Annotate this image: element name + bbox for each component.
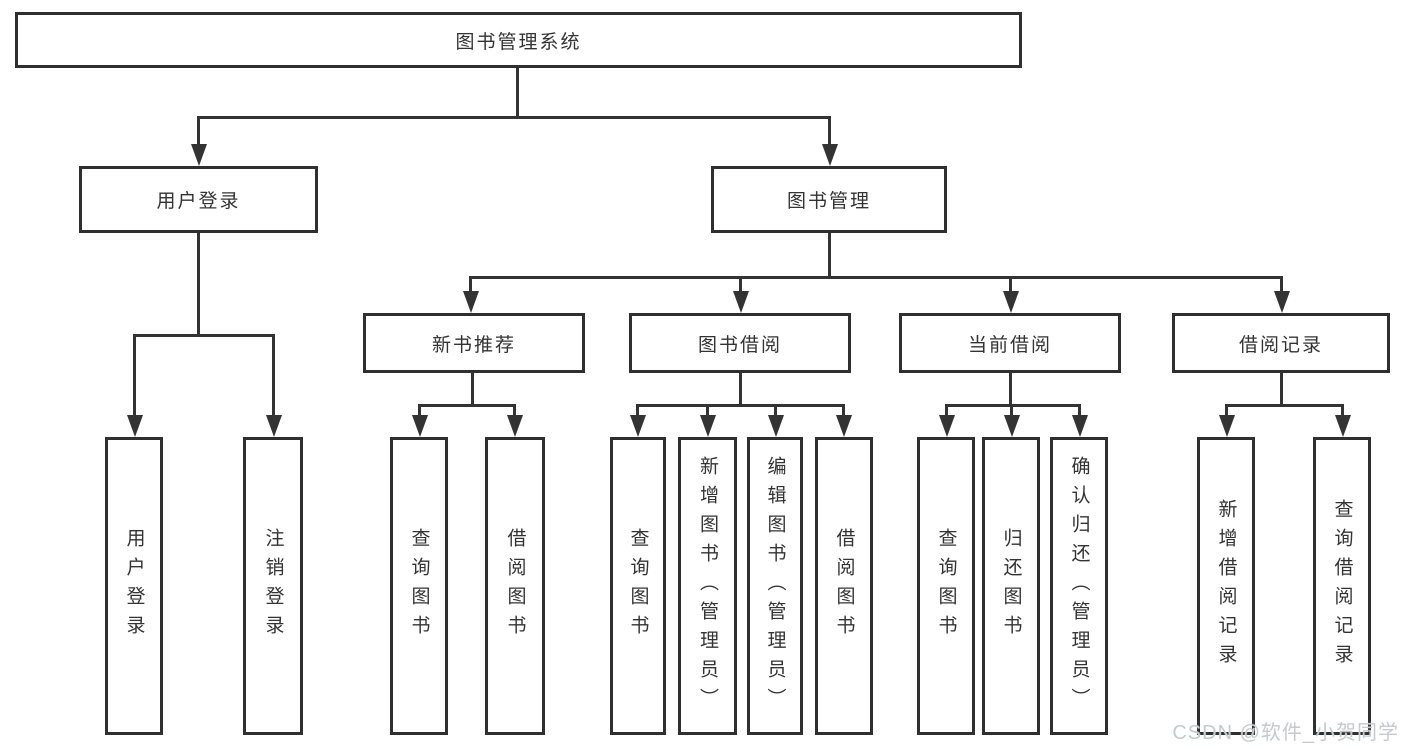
node-leaf-borrow-books-1: 借阅图书 <box>485 437 545 735</box>
arrow-leaf <box>1341 404 1344 415</box>
node-leaf-query-books-3: 查询图书 <box>917 437 975 735</box>
arrow-to-book-borrow <box>739 276 742 291</box>
node-label: 用户登录 <box>156 191 241 212</box>
node-label: 借阅图书 <box>504 528 526 644</box>
arrow-leaf <box>945 404 948 415</box>
arrow-to-borrow-records <box>1280 276 1283 291</box>
connector-book-borrow-stem <box>739 372 742 405</box>
arrow-leaf <box>1010 404 1013 415</box>
connector-new-book-bar <box>418 404 515 407</box>
connector-user-login-bar <box>133 334 275 337</box>
arrow-to-user-login <box>197 116 200 144</box>
connector-current-borrow-stem <box>1009 372 1012 405</box>
arrow-to-leaf-logout <box>272 334 275 415</box>
node-user-login: 用户登录 <box>79 166 318 233</box>
node-book-borrow: 图书借阅 <box>629 313 851 373</box>
node-new-book-recommend: 新书推荐 <box>363 313 585 373</box>
node-leaf-confirm-return-admin: 确认归还（管理员） <box>1050 437 1108 735</box>
connector-book-management-stem <box>828 232 831 277</box>
node-leaf-borrow-books-2: 借阅图书 <box>815 437 873 735</box>
node-leaf-query-books-1: 查询图书 <box>390 437 448 735</box>
node-label: 图书借阅 <box>697 334 782 356</box>
arrow-leaf <box>706 404 709 415</box>
connector-level3-bar <box>469 276 1282 279</box>
connector-borrow-records-bar <box>1225 404 1343 407</box>
node-root: 图书管理系统 <box>15 12 1022 68</box>
node-label: 图书管理系统 <box>455 31 582 53</box>
arrow-to-book-management <box>828 116 831 144</box>
connector-new-book-stem <box>471 372 474 405</box>
node-leaf-add-book-admin: 新增图书（管理员） <box>678 437 737 735</box>
node-label: 新书推荐 <box>431 334 516 356</box>
node-label: 查询图书 <box>408 528 430 644</box>
node-label: 借阅记录 <box>1238 334 1323 356</box>
node-leaf-logout: 注销登录 <box>243 437 303 735</box>
arrow-to-leaf-user-login <box>133 334 136 415</box>
node-label: 查询借阅记录 <box>1331 499 1353 673</box>
node-label: 图书管理 <box>786 191 871 212</box>
node-label: 新增借阅记录 <box>1215 499 1237 673</box>
node-label: 确认归还（管理员） <box>1068 455 1090 717</box>
node-label: 用户登录 <box>123 528 145 644</box>
connector-root-stem <box>516 67 519 117</box>
node-borrow-records: 借阅记录 <box>1172 313 1390 373</box>
arrow-to-current-borrow <box>1009 276 1012 291</box>
node-current-borrow: 当前借阅 <box>899 313 1121 373</box>
node-label: 新增图书（管理员） <box>697 455 718 717</box>
node-leaf-add-borrow-record: 新增借阅记录 <box>1197 437 1255 735</box>
arrow-leaf <box>1225 404 1228 415</box>
node-label: 编辑图书（管理员） <box>764 455 786 717</box>
arrow-leaf <box>636 404 639 415</box>
node-label: 当前借阅 <box>967 334 1052 356</box>
arrow-leaf <box>513 404 516 415</box>
node-leaf-user-login: 用户登录 <box>105 437 163 735</box>
node-label: 注销登录 <box>262 528 284 644</box>
node-label: 查询图书 <box>627 528 649 644</box>
node-leaf-query-borrow-record: 查询借阅记录 <box>1313 437 1371 735</box>
connector-borrow-records-stem <box>1280 372 1283 405</box>
node-label: 借阅图书 <box>833 528 855 644</box>
arrow-leaf <box>774 404 777 415</box>
arrow-to-new-book-recommend <box>469 276 472 291</box>
connector-level2-bar <box>197 116 831 119</box>
connector-book-borrow-bar <box>636 404 844 407</box>
watermark: CSDN @软件_小贺同学 <box>1172 722 1399 744</box>
arrow-leaf <box>418 404 421 415</box>
node-label: 查询图书 <box>935 528 957 644</box>
node-label: 归还图书 <box>1000 528 1022 644</box>
node-leaf-edit-book-admin: 编辑图书（管理员） <box>747 437 803 735</box>
arrow-leaf <box>1078 404 1081 415</box>
arrow-leaf <box>842 404 845 415</box>
node-leaf-query-books-2: 查询图书 <box>610 437 666 735</box>
node-leaf-return-book: 归还图书 <box>982 437 1040 735</box>
node-book-management: 图书管理 <box>711 166 947 233</box>
connector-user-login-stem <box>197 232 200 335</box>
